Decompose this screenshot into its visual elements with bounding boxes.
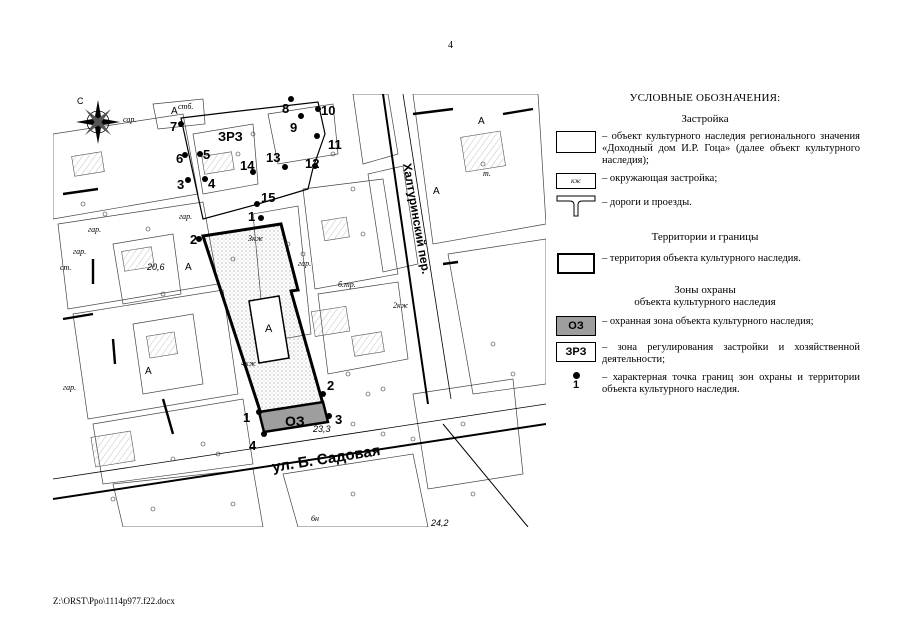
territory-text: – территория объекта культурного наследи… <box>602 253 801 264</box>
point-dot-icon <box>572 372 580 379</box>
svg-text:3кж: 3кж <box>247 234 264 243</box>
svg-text:т.: т. <box>483 169 491 178</box>
object-letter: А <box>265 323 273 335</box>
svg-text:7: 7 <box>170 119 177 134</box>
tree-symbols <box>80 131 516 512</box>
legend-row-surrounding: кж – окружающая застройка; <box>550 173 860 189</box>
page-number: 4 <box>448 40 453 51</box>
svg-text:гар.: гар. <box>298 259 311 268</box>
fence-marks <box>62 107 534 435</box>
zones-heading-line1: Зоны охраны <box>674 284 736 296</box>
legend-section-territories: Территории и границы <box>651 231 759 243</box>
elevation-label: 20,6 <box>146 262 165 272</box>
svg-text:А: А <box>171 106 178 117</box>
street-side-label: Халтуринский пер. <box>400 162 433 275</box>
svg-text:2: 2 <box>190 232 197 247</box>
roads-text: – дороги и проезды. <box>602 197 692 208</box>
elevation-label: 24,2 <box>430 518 449 527</box>
surrounding-symbol: кж <box>556 173 596 189</box>
zrz-text: – зона регулирования застройки и хозяйст… <box>602 342 860 365</box>
oz-symbol: ОЗ <box>556 316 596 336</box>
small-buildings <box>71 130 506 468</box>
svg-text:14: 14 <box>240 158 255 173</box>
point-symbol: 1 <box>572 372 580 391</box>
legend-section-buildings: Застройка <box>681 113 729 125</box>
territory-symbol <box>557 253 595 274</box>
zrz-symbol: ЗРЗ <box>556 342 596 362</box>
legend-row-zrz: ЗРЗ – зона регулирования застройки и хоз… <box>550 342 860 366</box>
block-outlines <box>53 94 546 527</box>
zone-oz-label: ОЗ <box>285 413 305 429</box>
oz-points <box>256 391 332 437</box>
svg-text:3: 3 <box>177 177 184 192</box>
legend: УСЛОВНЫЕ ОБОЗНАЧЕНИЯ: Застройка – объект… <box>550 92 860 402</box>
svg-text:гар.: гар. <box>88 225 101 234</box>
footer-file-path: Z:\ORST\Ppo\1114p977.f22.docx <box>53 596 175 606</box>
zone-zrz-label: ЗРЗ <box>218 129 243 144</box>
legend-section-zones: Зоны охраны объекта культурного наследия <box>550 284 860 308</box>
svg-text:13: 13 <box>266 150 280 165</box>
situation-map: А ОЗ ЗРЗ 1 2 3 4 5 6 7 8 9 10 11 12 13 1… <box>53 94 546 527</box>
svg-text:1: 1 <box>248 209 255 224</box>
road-symbol-icon <box>556 195 596 217</box>
object-text: – объект культурного наследия региональн… <box>602 131 860 166</box>
svg-text:ст.: ст. <box>60 263 71 272</box>
svg-text:гар.: гар. <box>73 247 86 256</box>
side-street <box>382 94 529 527</box>
svg-text:гар.: гар. <box>63 383 76 392</box>
zone-oz <box>257 400 330 434</box>
legend-row-object: – объект культурного наследия региональн… <box>550 131 860 167</box>
legend-row-territory: – территория объекта культурного наследи… <box>550 253 860 274</box>
zrz-points <box>178 96 321 242</box>
legend-row-oz: ОЗ – охранная зона объекта культурного н… <box>550 316 860 336</box>
svg-text:4: 4 <box>208 176 216 191</box>
compass-letter: С <box>77 96 84 106</box>
legend-row-point: 1 – характерная точка границ зон охраны … <box>550 372 860 396</box>
svg-text:6: 6 <box>176 151 183 166</box>
svg-text:5: 5 <box>203 147 210 162</box>
compass-rose-icon <box>76 100 120 144</box>
svg-text:А: А <box>478 116 485 127</box>
svg-text:3: 3 <box>335 412 342 427</box>
object-building <box>248 295 290 364</box>
svg-text:4кж: 4кж <box>241 359 257 368</box>
svg-text:А: А <box>185 262 192 273</box>
svg-text:2: 2 <box>327 378 334 393</box>
street-main-label: ул. Б. Садовая <box>271 442 382 476</box>
zrz-point-labels: 1 2 3 4 5 6 7 8 9 10 11 12 13 14 15 <box>170 101 342 247</box>
svg-text:6н: 6н <box>311 514 319 523</box>
elevation-label: 23,3 <box>312 424 331 434</box>
zones-heading-line2: объекта культурного наследия <box>634 296 776 308</box>
svg-text:8: 8 <box>282 101 289 116</box>
surrounding-text: – окружающая застройка; <box>602 173 718 184</box>
object-symbol <box>556 131 596 153</box>
svg-text:стб.: стб. <box>178 102 193 111</box>
svg-text:сар.: сар. <box>123 115 136 124</box>
svg-text:10: 10 <box>321 103 335 118</box>
svg-text:А: А <box>433 186 440 197</box>
svg-text:15: 15 <box>261 190 275 205</box>
svg-text:2кж: 2кж <box>393 301 409 310</box>
svg-text:4: 4 <box>249 438 257 453</box>
oz-text: – охранная зона объекта культурного насл… <box>602 316 814 327</box>
letter-labels: А А А А А <box>145 106 485 377</box>
svg-text:11: 11 <box>328 137 342 152</box>
svg-text:9: 9 <box>290 120 297 135</box>
svg-text:б.тр.: б.тр. <box>338 280 356 289</box>
main-street <box>53 403 546 500</box>
svg-text:12: 12 <box>305 156 319 171</box>
point-symbol-number: 1 <box>572 379 580 391</box>
svg-text:гар.: гар. <box>179 212 192 221</box>
legend-row-roads: – дороги и проезды. <box>550 195 860 217</box>
svg-text:А: А <box>145 366 152 377</box>
point-text: – характерная точка границ зон охраны и … <box>602 372 860 395</box>
svg-text:1: 1 <box>243 410 250 425</box>
oz-point-labels: 1 2 3 4 <box>243 378 342 453</box>
misc-map-labels: гар. гар. гар. гар. гар. ст. т. стб. сар… <box>60 102 491 523</box>
legend-title: УСЛОВНЫЕ ОБОЗНАЧЕНИЯ: <box>629 92 781 104</box>
